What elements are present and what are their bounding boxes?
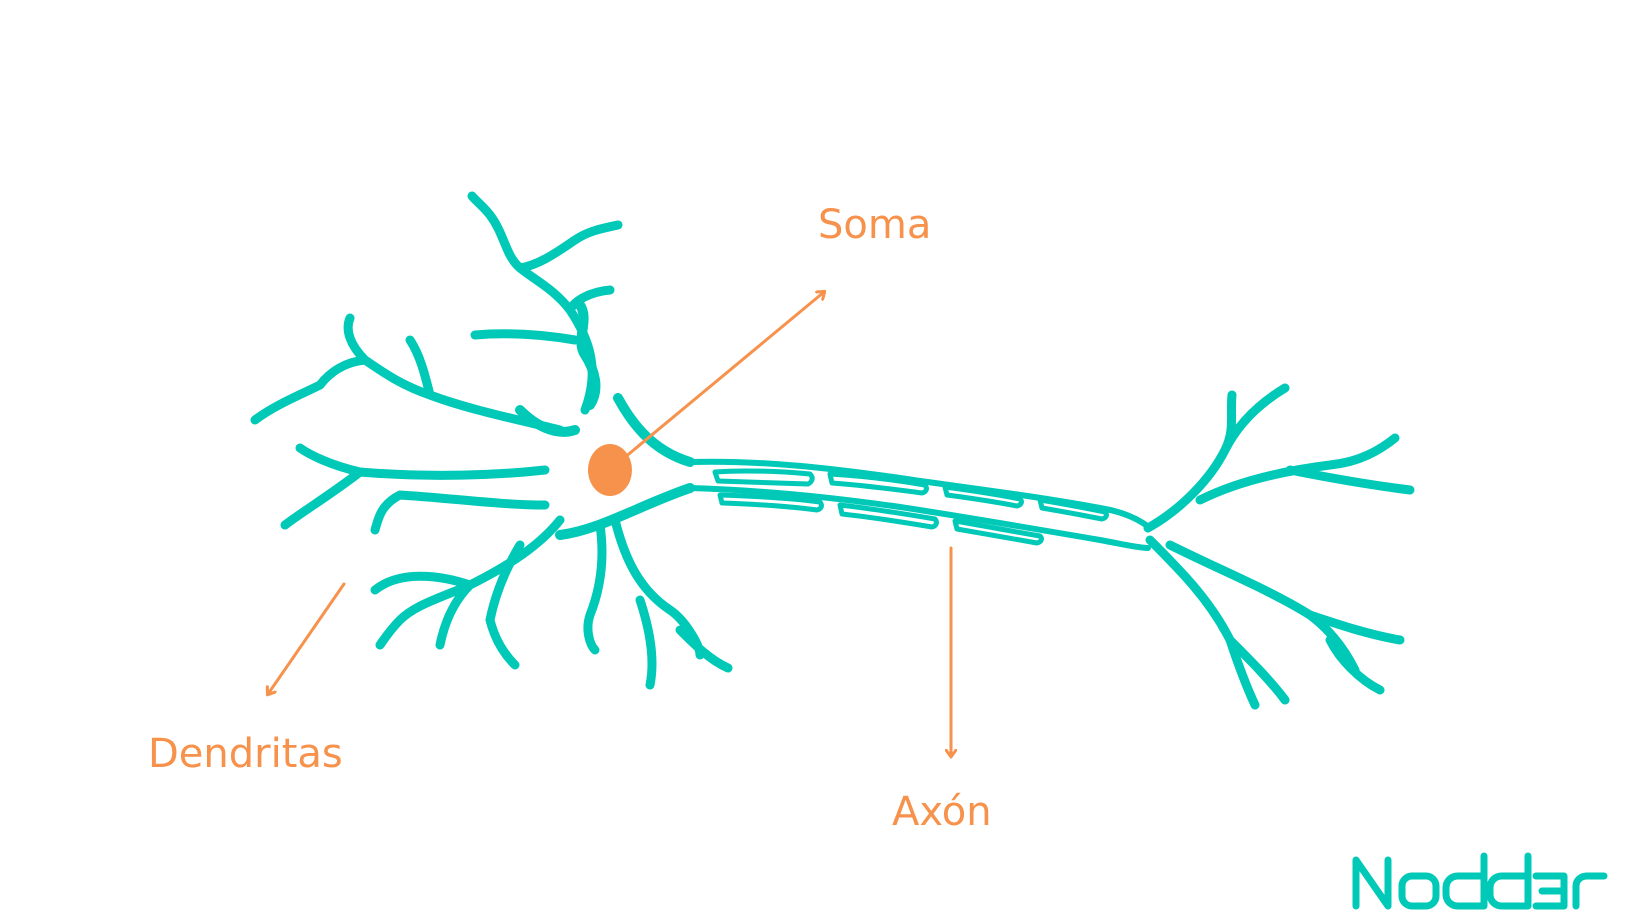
- nodder-logo: [1352, 852, 1608, 910]
- dendrite-lower-left: [370, 515, 565, 670]
- axon-terminal: [1143, 383, 1415, 533]
- soma-label: Soma: [818, 202, 932, 248]
- axon-label: Axón: [892, 789, 992, 835]
- axon-fiber: [687, 485, 1151, 551]
- dendrite-lower: [583, 515, 733, 690]
- soma-arrow: [622, 292, 824, 460]
- annotation-arrows: [268, 292, 951, 756]
- myelin-sheath: [712, 468, 1109, 546]
- soma-nucleus: [588, 444, 632, 496]
- dendrite-upper-left: [250, 313, 565, 435]
- dendritas-arrow: [268, 582, 346, 694]
- soma-outline: [515, 300, 695, 540]
- axon-terminal: [1145, 535, 1405, 710]
- dendrite-top: [467, 191, 623, 415]
- dendrite-left: [280, 443, 550, 535]
- axon-fiber: [687, 458, 1153, 531]
- neuron-illustration: [250, 191, 1415, 710]
- dendritas-label: Dendritas: [148, 731, 343, 777]
